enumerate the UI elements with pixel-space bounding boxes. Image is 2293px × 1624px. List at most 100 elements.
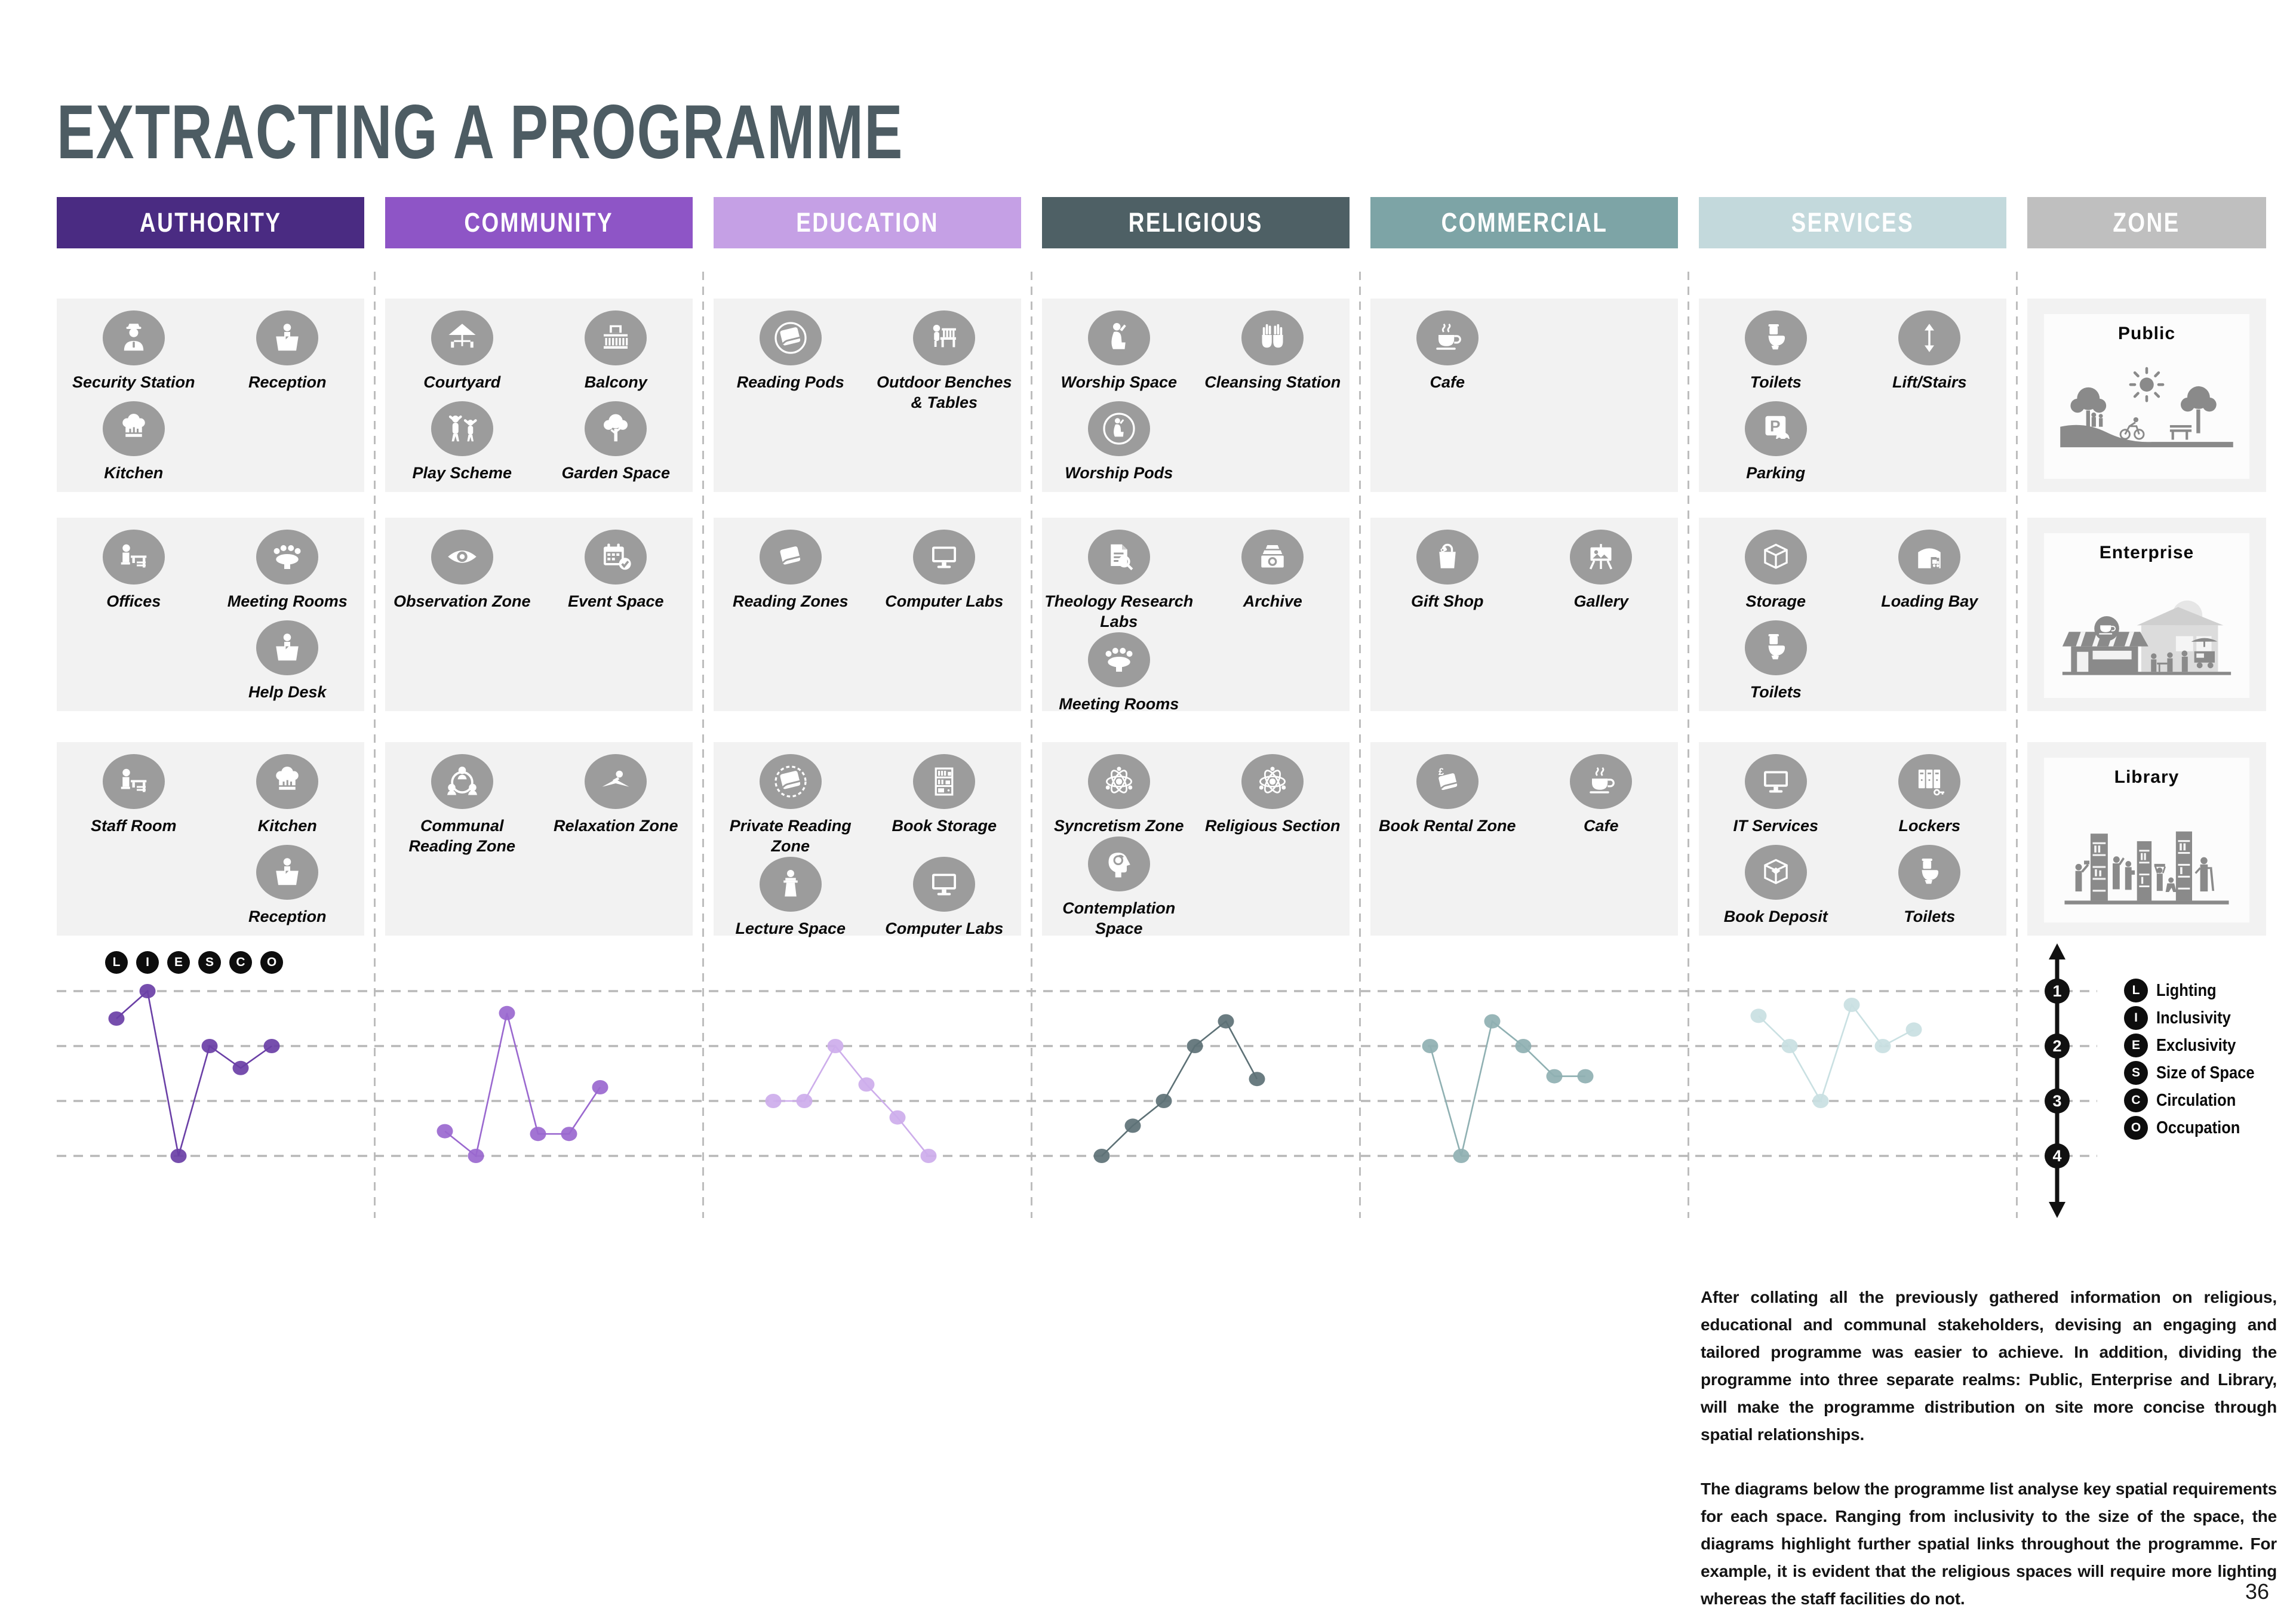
panel-commercial-1: Cafe — [1370, 299, 1678, 492]
programme-item: Meeting Rooms — [1042, 632, 1196, 715]
legend-letter-badge: L — [2124, 979, 2148, 1002]
programme-item-label: Offices — [106, 592, 161, 610]
zone-card-public: Public — [2027, 299, 2266, 492]
page-number: 36 — [2245, 1579, 2269, 1604]
programme-item-label: Parking — [1746, 464, 1806, 482]
book-rental-icon — [1416, 754, 1479, 809]
programme-item-label: Gift Shop — [1411, 592, 1484, 610]
archive-icon — [1241, 530, 1304, 585]
programme-item: Toilets — [1699, 620, 1853, 711]
programme-item: Help Desk — [211, 620, 365, 711]
gallery-easel-icon — [1570, 530, 1633, 585]
column-header-services: SERVICES — [1699, 197, 2006, 248]
reception-desk-icon — [256, 310, 319, 365]
column-header-label: SERVICES — [1791, 207, 1914, 238]
programme-item: Computer Labs — [868, 856, 1022, 939]
communal-group-icon — [431, 754, 493, 809]
column-header-commercial: COMMERCIAL — [1370, 197, 1678, 248]
panel-commercial-2: Gift Shop Gallery — [1370, 518, 1678, 711]
column-header-label: COMMERCIAL — [1441, 207, 1607, 238]
empty-slot — [57, 620, 211, 711]
criteria-badge-S: S — [198, 951, 221, 974]
programme-item-label: Garden Space — [561, 464, 671, 482]
programme-item: Cafe — [1370, 310, 1524, 401]
meeting-table-icon — [256, 530, 319, 585]
programme-item: Computer Labs — [868, 530, 1022, 620]
criteria-badge-E: E — [167, 951, 190, 974]
programme-item-label: Security Station — [72, 373, 195, 391]
legend-label: Circulation — [2156, 1090, 2236, 1110]
commentary-paragraph-1: After collating all the previously gathe… — [1701, 1288, 2277, 1444]
programme-item: Contemplation Space — [1042, 836, 1196, 939]
programme-item-label: IT Services — [1733, 817, 1819, 835]
dashed-separator — [1688, 272, 1689, 1218]
programme-item: Private Reading Zone — [714, 754, 868, 857]
zone-card-library: Library — [2027, 742, 2266, 936]
courtyard-umbrella-icon — [431, 310, 493, 365]
programme-item-label: Relaxation Zone — [553, 817, 678, 835]
criteria-badge-C: C — [229, 951, 252, 974]
programme-item: Book Rental Zone — [1370, 754, 1524, 845]
cafe-cup-icon — [1570, 754, 1633, 809]
empty-slot — [1524, 845, 1679, 936]
programme-item-label: Cafe — [1583, 817, 1619, 835]
programme-item-label: Loading Bay — [1881, 592, 1978, 610]
column-header-zone: ZONE — [2027, 197, 2266, 248]
legend-label: Occupation — [2156, 1118, 2240, 1137]
programme-item: Reception — [211, 845, 365, 936]
empty-slot — [385, 857, 539, 936]
chef-hat-icon — [102, 401, 165, 456]
staff-desk-icon — [102, 754, 165, 809]
public-park-scene — [2048, 363, 2246, 476]
balcony-icon — [585, 310, 647, 365]
programme-item: Communal Reading Zone — [385, 754, 539, 857]
empty-slot — [1196, 401, 1350, 492]
programme-item-label: Meeting Rooms — [1059, 694, 1179, 713]
column-header-label: RELIGIOUS — [1128, 207, 1264, 238]
worship-pod-icon — [1087, 401, 1150, 456]
empty-slot — [714, 620, 868, 711]
programme-item: Reading Pods — [714, 310, 868, 413]
criteria-badge-O: O — [260, 951, 283, 974]
empty-slot — [1196, 836, 1350, 939]
programme-item: Outdoor Benches & Tables — [868, 310, 1022, 413]
worship-kneeling-icon — [1087, 310, 1150, 365]
programme-item-label: Gallery — [1573, 592, 1629, 610]
programme-item: Kitchen — [211, 754, 365, 845]
commentary-text: After collating all the previously gathe… — [1701, 1284, 2277, 1613]
empty-slot — [1196, 632, 1350, 715]
lift-stairs-icon — [1898, 310, 1961, 365]
book-storage-icon — [913, 754, 976, 809]
empty-slot — [1370, 845, 1524, 936]
toilet-icon — [1898, 845, 1961, 900]
programme-item: Garden Space — [539, 401, 693, 492]
empty-slot — [539, 857, 693, 936]
programme-item: Staff Room — [57, 754, 211, 845]
programme-item: IT Services — [1699, 754, 1853, 845]
reading-book-icon — [759, 530, 822, 585]
column-header-authority: AUTHORITY — [57, 197, 364, 248]
programme-item: Worship Pods — [1042, 401, 1196, 492]
programme-item: Book Deposit — [1699, 845, 1853, 936]
empty-slot — [1370, 401, 1524, 492]
commentary-paragraph-2: The diagrams below the programme list an… — [1701, 1480, 2277, 1608]
programme-item-label: Book Storage — [892, 817, 997, 835]
programme-item-label: Reception — [248, 908, 327, 925]
programme-item-label: Lift/Stairs — [1892, 373, 1967, 391]
programme-item: Courtyard — [385, 310, 539, 401]
programme-item: Worship Space — [1042, 310, 1196, 401]
empty-slot — [385, 620, 539, 711]
programme-item-label: Toilets — [1904, 908, 1956, 925]
empty-slot — [539, 620, 693, 711]
column-header-community: COMMUNITY — [385, 197, 693, 248]
